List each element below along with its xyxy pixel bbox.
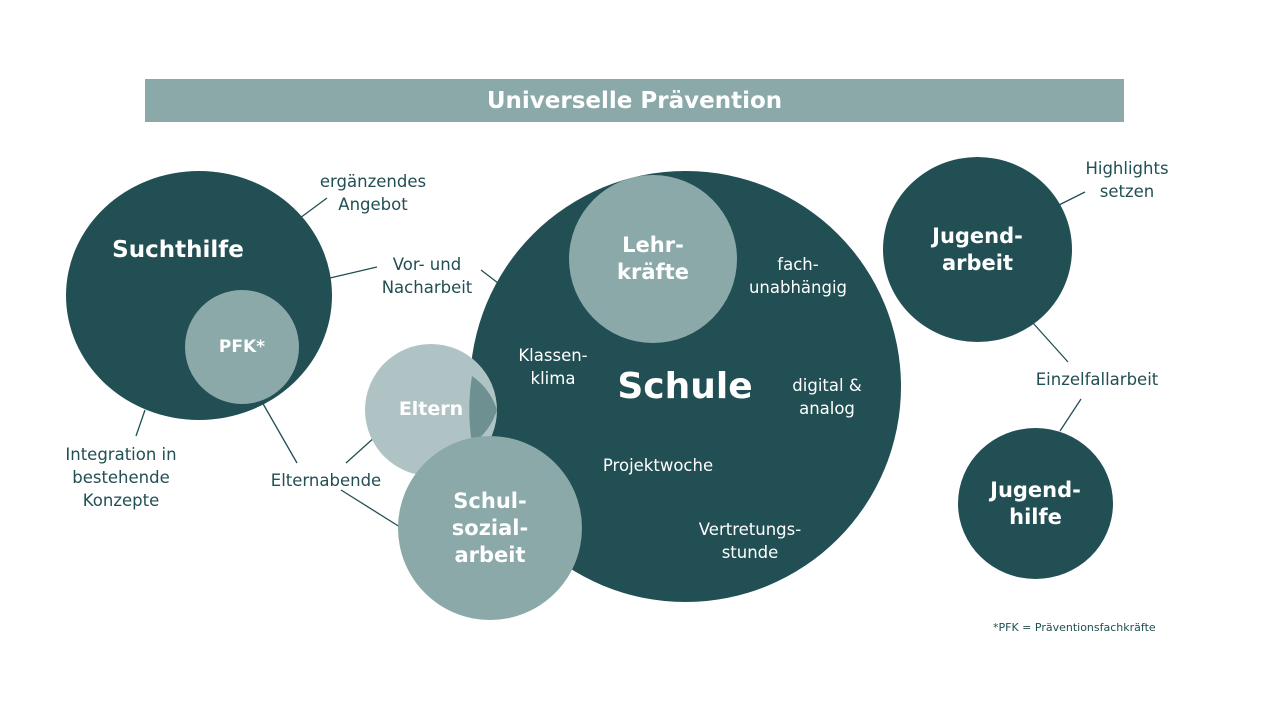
connector-vor-nacharbeit-left — [329, 266, 378, 279]
label-einzelfallarbeit: Einzelfallarbeit — [1035, 370, 1159, 389]
jugendarbeit-circle: Jugend- arbeit — [883, 157, 1072, 342]
connector-jugendhilfe-einzelfall — [1059, 398, 1082, 432]
connector-highlights — [1058, 191, 1086, 206]
schulsozialarbeit-circle: Schul- sozial- arbeit — [398, 436, 582, 620]
suchthilfe-label: Suchthilfe — [112, 237, 244, 263]
title-banner: Universelle Prävention — [145, 79, 1124, 122]
connector-vor-nacharbeit-right — [480, 269, 499, 284]
footnote: *PFK = Präventionsfachkräfte — [993, 621, 1156, 634]
connector-pfk-elternabende — [257, 394, 298, 464]
jugendhilfe-label: Jugend- hilfe — [990, 477, 1081, 529]
label-ergaenzendes-angebot: ergänzendes Angebot — [319, 172, 427, 214]
jugendarbeit-label: Jugend- arbeit — [932, 223, 1023, 275]
schule-label: Schule — [617, 366, 753, 407]
jugendhilfe-circle: Jugend- hilfe — [958, 428, 1113, 579]
item-klassenklima: Klassen- klima — [518, 346, 588, 388]
label-integration: Integration in bestehende Konzepte — [65, 445, 177, 510]
label-elternabende: Elternabende — [270, 471, 382, 490]
item-vertretungsstunde: Vertretungs- stunde — [698, 520, 802, 562]
pfk-circle: PFK* — [185, 290, 299, 404]
lehrkraefte-label: Lehr- kräfte — [617, 233, 689, 284]
item-digital-analog: digital & analog — [792, 376, 862, 418]
label-vor-nacharbeit: Vor- und Nacharbeit — [381, 255, 473, 297]
connector-ergaenzendes — [299, 197, 328, 219]
item-fachunabhaengig: fach- unabhängig — [748, 255, 848, 297]
connector-eltern-elternabende — [345, 435, 377, 464]
label-highlights: Highlights setzen — [1085, 159, 1169, 201]
item-projektwoche: Projektwoche — [602, 456, 714, 475]
schulsozialarbeit-label: Schul- sozial- arbeit — [451, 488, 529, 567]
connector-integration — [135, 409, 146, 437]
pfk-label: PFK* — [218, 337, 266, 357]
lehrkraefte-circle: Lehr- kräfte — [569, 175, 737, 343]
page-title: Universelle Prävention — [486, 87, 783, 114]
connector-schulsozial-elternabende — [340, 489, 401, 528]
eltern-label: Eltern — [398, 398, 464, 420]
connector-jugendarbeit-einzelfall — [1032, 322, 1069, 363]
